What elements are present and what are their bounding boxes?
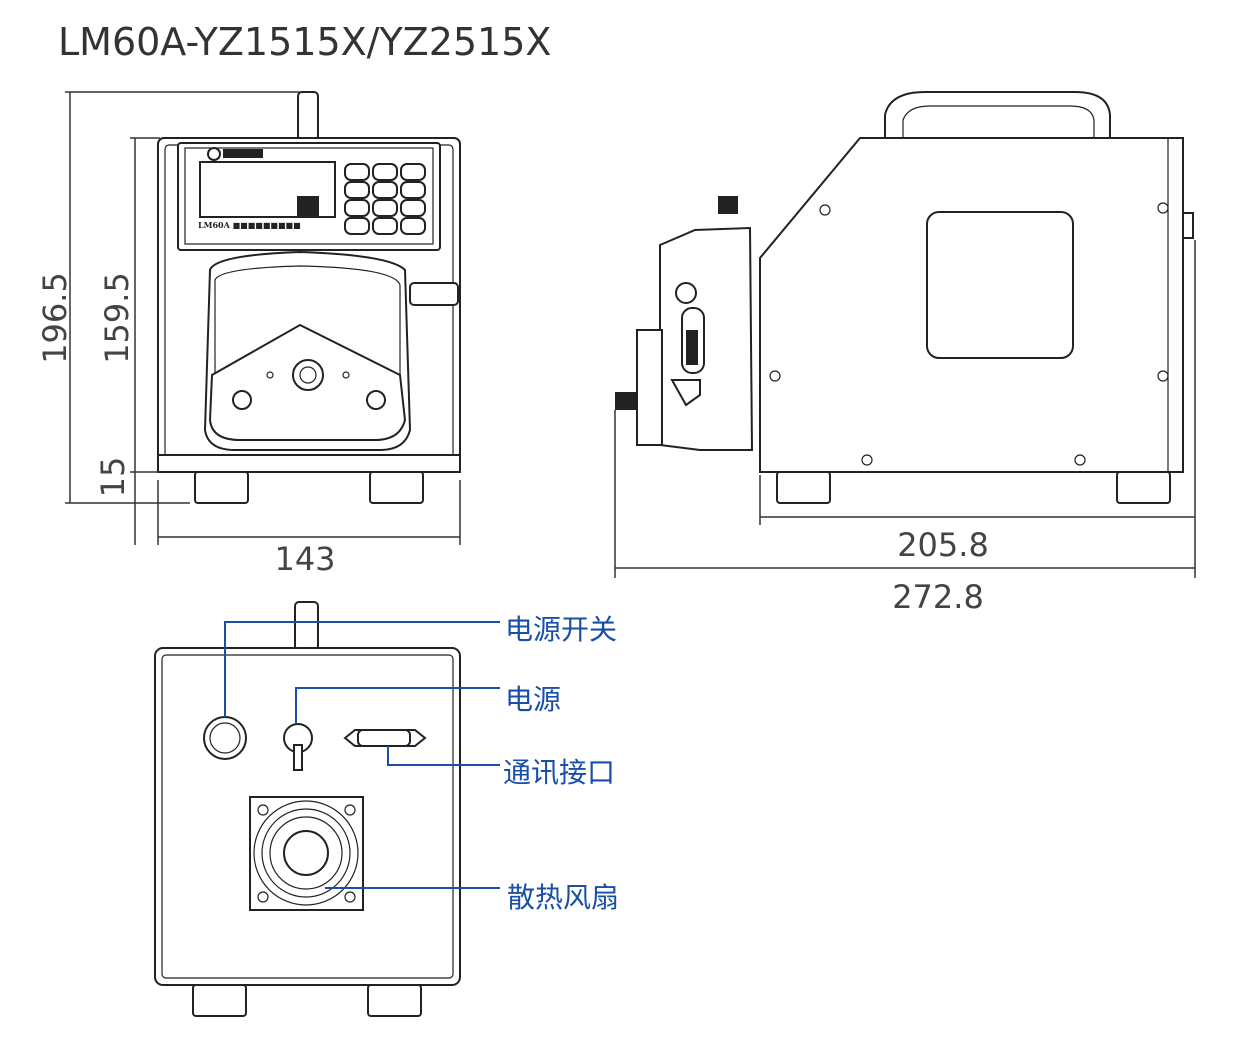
dim-total-depth: 272.8 <box>892 578 984 616</box>
svg-text:LM60A ■■■■■■■■■: LM60A ■■■■■■■■■ <box>198 220 301 230</box>
front-dimensions: 196.5 159.5 15 143 <box>36 91 461 578</box>
side-view <box>615 91 1194 504</box>
foot <box>369 471 424 504</box>
drawing-title: LM60A-YZ1515X/YZ2515X <box>58 20 551 64</box>
label-comm-port: 通讯接口 <box>503 756 615 789</box>
antenna <box>297 91 319 141</box>
front-view: LM60A ■■■■■■■■■ <box>157 91 461 504</box>
label-cooling-fan: 散热风扇 <box>507 881 619 914</box>
label-power: 电源 <box>505 683 561 716</box>
keypad <box>344 163 426 235</box>
dim-body-height: 159.5 <box>98 272 136 364</box>
antenna <box>294 601 319 651</box>
dim-width: 143 <box>274 540 335 578</box>
dim-foot-height: 15 <box>94 457 132 498</box>
clamp-lever <box>409 282 459 306</box>
label-power-switch: 电源开关 <box>505 613 617 646</box>
handle <box>884 91 1111 138</box>
dim-body-depth: 205.8 <box>897 526 989 564</box>
side-window <box>926 211 1074 359</box>
foot <box>194 471 249 504</box>
side-dimensions: 205.8 272.8 <box>614 240 1196 616</box>
side-pump-head <box>659 226 754 451</box>
dim-total-height: 196.5 <box>36 272 74 364</box>
back-view <box>154 601 461 1017</box>
callouts: 电源开关 电源 通讯接口 散热风扇 <box>224 613 619 914</box>
